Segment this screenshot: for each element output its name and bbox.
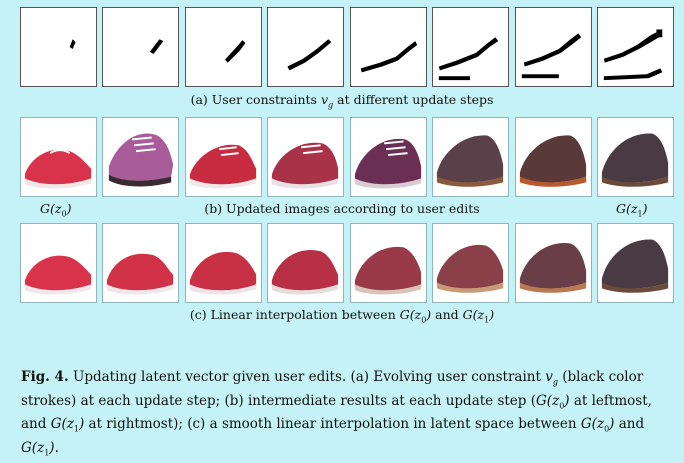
math-var: z (66, 416, 74, 433)
caption-text: Updating latent vector given user edits.… (68, 369, 546, 385)
interp-image-7 (514, 223, 592, 303)
updated-images-row (20, 117, 674, 197)
math-fn: G( (40, 201, 55, 216)
constraint-tile-1 (20, 7, 97, 87)
stroke-mark (224, 40, 246, 63)
math-fn: G( (580, 416, 597, 433)
stroke-mark (150, 39, 164, 54)
interp-image-6 (432, 223, 510, 303)
shoe-image-3 (184, 117, 262, 197)
stroke-mark (656, 29, 663, 38)
interp-image-2 (102, 223, 180, 303)
caption-text: and (431, 307, 463, 322)
caption-text: (black color strokes) at each update ste… (21, 369, 644, 409)
figure: (a) User constraints vg at different upd… (0, 7, 684, 458)
constraint-tile-5 (349, 7, 427, 87)
figure-caption: Fig. 4. Updating latent vector given use… (21, 368, 666, 463)
math-sub: g (328, 100, 334, 110)
math-sub: 0 (421, 315, 427, 325)
shoe-image-1 (20, 117, 97, 197)
math-var: v (545, 369, 553, 385)
shoe-image-7 (514, 117, 592, 197)
stroke-mark (360, 41, 417, 73)
stroke-mark (287, 39, 332, 71)
math-var: z (596, 416, 605, 433)
math-var: z (414, 307, 422, 322)
shoe-image-5 (349, 117, 427, 197)
interp-image-8 (596, 223, 674, 303)
shoe-image-8 (596, 117, 674, 197)
stroke-mark (438, 37, 499, 71)
math-fn: G( (50, 416, 67, 433)
math-fn: ) (642, 201, 648, 216)
math-var: z (54, 201, 62, 216)
math-sub: 0 (61, 209, 67, 219)
math-var: v (320, 92, 329, 107)
caption-text: (c) Linear interpolation between (189, 307, 400, 322)
constraint-tile-7 (514, 7, 592, 87)
caption-text: . (54, 440, 59, 457)
math-sub: 0 (604, 425, 610, 435)
math-fn: ) (609, 416, 615, 433)
math-fn: ) (49, 440, 55, 457)
math-fn: G( (616, 201, 631, 216)
shoe-image-6 (432, 117, 510, 197)
math-sub: 0 (559, 401, 565, 411)
math-var: z (552, 392, 560, 409)
row-a-caption: (a) User constraints vg at different upd… (0, 92, 684, 110)
math-sub: 1 (484, 315, 490, 325)
g-z1-label: G(z1) (616, 201, 647, 219)
math-sub: 1 (73, 425, 79, 435)
math-fn: G( (536, 392, 553, 409)
stroke-mark (438, 76, 471, 81)
interp-image-4 (267, 223, 345, 303)
interp-image-1 (20, 223, 97, 303)
g-z0-label: G(z0) (40, 201, 71, 219)
caption-text: at leftmost, and (21, 392, 652, 433)
constraint-tile-8 (596, 7, 674, 87)
math-sub: 1 (637, 209, 643, 219)
stroke-mark (603, 31, 663, 63)
row-c-caption: (c) Linear interpolation between G(z0) a… (0, 307, 684, 325)
constraint-tile-2 (102, 7, 180, 87)
interp-image-5 (349, 223, 427, 303)
math-fn: G( (462, 307, 478, 322)
math-fn: ) (564, 392, 570, 409)
math-fn: ) (78, 416, 85, 433)
constraint-row (20, 7, 674, 89)
interpolation-row (20, 223, 674, 303)
stroke-mark (521, 74, 559, 79)
stroke-mark (69, 39, 76, 49)
math-var: z (477, 307, 485, 322)
stroke-mark (603, 68, 663, 81)
math-var: z (630, 201, 638, 216)
constraint-tile-3 (184, 7, 262, 87)
caption-text: at different update steps (333, 92, 494, 107)
math-sub: g (552, 377, 558, 387)
row-b-caption: (b) Updated images according to user edi… (204, 201, 480, 216)
math-fn: G( (21, 440, 38, 457)
shoe-image-2 (102, 117, 180, 197)
interp-image-3 (184, 223, 262, 303)
caption-text: at rightmost); (c) a smooth linear inter… (84, 416, 581, 433)
math-fn: ) (426, 307, 432, 322)
stroke-mark (523, 33, 581, 67)
math-fn: ) (489, 307, 495, 322)
math-fn: ) (66, 201, 72, 216)
math-var: z (37, 440, 45, 457)
caption-text: and (614, 416, 645, 433)
caption-text: (a) User constraints (190, 92, 321, 107)
shoe-image-4 (267, 117, 345, 197)
figure-label: Fig. 4. (21, 369, 69, 385)
math-fn: G( (399, 307, 415, 322)
constraint-tile-4 (267, 7, 345, 87)
constraint-tile-6 (432, 7, 510, 87)
